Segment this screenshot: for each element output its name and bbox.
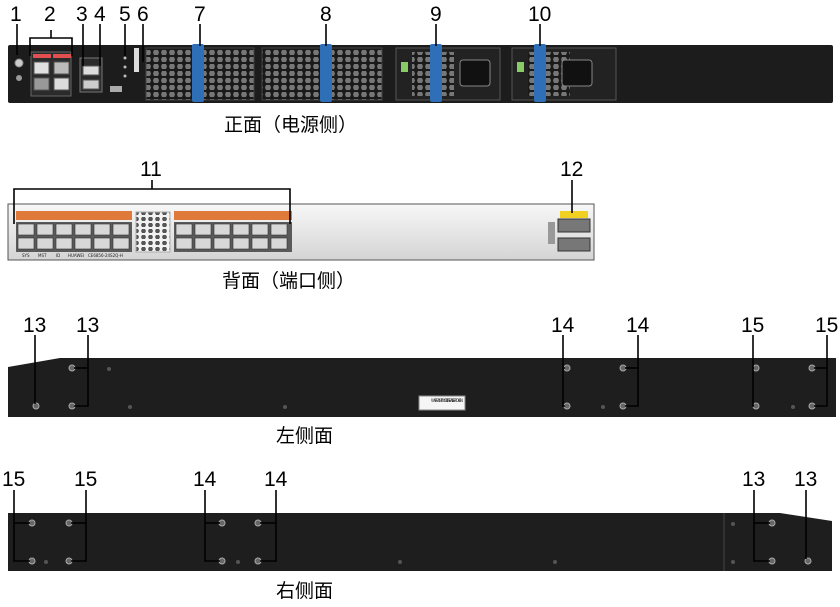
- callout-2: 2: [44, 3, 56, 26]
- callout-15: 15: [2, 468, 25, 491]
- warranty-text: WARRANTY VOID IF SEAL IS BROKEN: [431, 398, 463, 403]
- sfp-ports-group-2: [174, 211, 292, 252]
- console-port: [33, 77, 50, 91]
- led: [123, 74, 127, 78]
- callout-13: 13: [23, 314, 46, 337]
- led: [123, 56, 127, 60]
- brand-label: HUAWEI: [68, 253, 84, 258]
- usb-port: [82, 79, 100, 90]
- callout-13: 13: [742, 468, 765, 491]
- pull-handle: [134, 48, 139, 72]
- callout-15: 15: [74, 468, 97, 491]
- callout-8: 8: [320, 3, 332, 26]
- console-port: [53, 77, 70, 91]
- callout-12: 12: [560, 158, 583, 181]
- sfp-ports-group-1: [16, 211, 132, 252]
- rear-vent: [135, 211, 171, 253]
- caption-rear: 背面（端口侧）: [222, 270, 355, 292]
- mst-led-label: MST: [38, 253, 47, 258]
- front-view: 1 2 3 4 5 6 7 8 9 10 正面（电源侧）: [8, 3, 833, 136]
- callout-15: 15: [815, 314, 838, 337]
- right-side-view: 15 15 14 14 13 13 右侧面: [2, 468, 832, 602]
- caption-front: 正面（电源侧）: [224, 114, 357, 136]
- caption-left: 左侧面: [276, 425, 333, 447]
- usb-port: [82, 65, 100, 76]
- callout-4: 4: [94, 3, 106, 26]
- psu-handle-blue: [534, 44, 546, 102]
- callout-3: 3: [76, 3, 88, 26]
- warranty-label: [418, 395, 466, 411]
- caption-right: 右侧面: [276, 580, 333, 602]
- callout-14: 14: [551, 314, 575, 337]
- port-label-red: [53, 54, 71, 58]
- callout-13: 13: [794, 468, 817, 491]
- psu-led: [517, 62, 524, 72]
- left-side-view: WARRANTY VOID IF SEAL IS BROKEN 13 13 14…: [8, 314, 838, 447]
- qsfp-ports: [548, 211, 591, 252]
- callout-15: 15: [741, 314, 764, 337]
- psu-handle-blue: [430, 44, 442, 102]
- callout-11: 11: [140, 158, 162, 181]
- port-label-red: [33, 54, 51, 58]
- callout-14: 14: [264, 468, 288, 491]
- sys-led-label: SYS: [22, 253, 30, 258]
- mgmt-port: [53, 61, 70, 75]
- callout-14: 14: [193, 468, 217, 491]
- model-label: CE6856-24S2Q-H: [88, 253, 123, 258]
- callout-13: 13: [76, 314, 99, 337]
- power-socket: [561, 59, 593, 87]
- callout-7: 7: [194, 3, 206, 26]
- mini-port: [110, 86, 122, 92]
- callout-9: 9: [430, 3, 442, 26]
- psu-led: [401, 62, 408, 72]
- rear-view: SYS MST ID HUAWEI CE6856-24S2Q-H 11 12 背…: [7, 158, 595, 292]
- id-led-label: ID: [56, 253, 60, 258]
- callout-10: 10: [528, 3, 551, 26]
- fan-handle-blue: [320, 44, 332, 102]
- callout-1: 1: [10, 3, 22, 26]
- right-side-panel: [8, 513, 832, 571]
- left-side-panel: [8, 358, 836, 417]
- callout-6: 6: [137, 3, 149, 26]
- callout-14: 14: [626, 314, 650, 337]
- esd-jack: [16, 75, 22, 81]
- fan-handle-blue: [192, 44, 204, 102]
- led: [123, 65, 127, 69]
- power-socket: [459, 59, 491, 87]
- ground-screw: [14, 58, 24, 68]
- mgmt-port: [33, 61, 50, 75]
- callout-5: 5: [119, 3, 131, 26]
